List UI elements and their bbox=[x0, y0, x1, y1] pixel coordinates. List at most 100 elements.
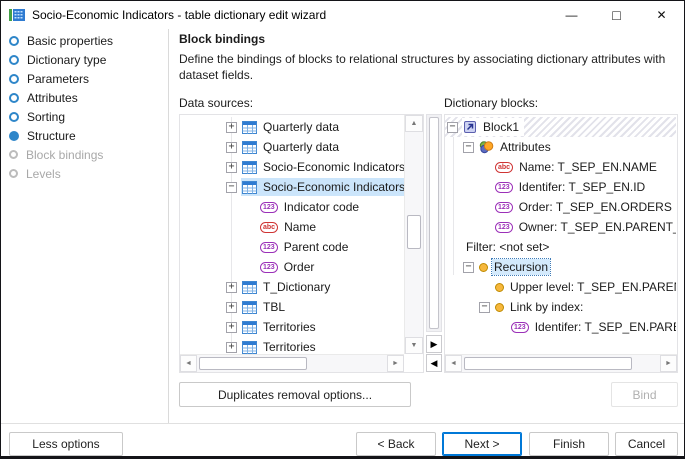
scroll-left-button[interactable]: ◄ bbox=[180, 355, 197, 372]
tree-item[interactable]: −Link by index: bbox=[445, 297, 676, 317]
scroll-left-button[interactable]: ◄ bbox=[445, 355, 462, 372]
scrollbar-thumb[interactable] bbox=[199, 357, 307, 370]
step-label: Block bindings bbox=[26, 147, 104, 162]
expand-icon[interactable]: + bbox=[226, 321, 237, 333]
back-button[interactable]: < Back bbox=[356, 432, 436, 456]
collapse-icon[interactable]: − bbox=[463, 141, 474, 153]
expand-icon[interactable]: + bbox=[226, 141, 237, 153]
expand-icon[interactable]: + bbox=[226, 301, 237, 313]
scroll-right-button[interactable]: ► bbox=[660, 355, 677, 372]
step-label: Levels bbox=[26, 166, 61, 181]
tree-item-content: TBL bbox=[241, 298, 290, 316]
tree-item[interactable]: +Quarterly data bbox=[180, 117, 404, 137]
tree-item-label: Name bbox=[284, 220, 317, 234]
tree-item-content: Filter: <not set> bbox=[463, 238, 554, 256]
collapse-icon[interactable]: − bbox=[447, 121, 458, 133]
step-label: Basic properties bbox=[27, 33, 114, 48]
expand-icon[interactable]: + bbox=[226, 161, 237, 173]
duplicates-removal-options-button[interactable]: Duplicates removal options... bbox=[179, 382, 411, 407]
tree-item[interactable]: +Territories bbox=[180, 317, 404, 337]
tree-item[interactable]: −Attributes bbox=[445, 137, 676, 157]
scrollbar-thumb[interactable] bbox=[464, 357, 632, 370]
next-button[interactable]: Next > bbox=[442, 432, 522, 456]
wizard-step-attributes[interactable]: Attributes bbox=[1, 88, 168, 107]
close-button[interactable]: ✕ bbox=[639, 1, 684, 29]
horizontal-scrollbar[interactable]: ◄ ► bbox=[445, 354, 677, 372]
wizard-step-parameters[interactable]: Parameters bbox=[1, 69, 168, 88]
scroll-left-icon: ◄ bbox=[450, 360, 457, 367]
sidebar-divider bbox=[168, 29, 169, 423]
tree-item-label: Upper level: T_SEP_EN.PARENT_ID bbox=[510, 280, 676, 294]
cancel-button[interactable]: Cancel bbox=[615, 432, 678, 456]
transfer-left-button[interactable]: ◀ bbox=[426, 354, 442, 372]
vertical-scrollbar[interactable] bbox=[426, 114, 442, 332]
wizard-step-sorting[interactable]: Sorting bbox=[1, 107, 168, 126]
expand-icon[interactable]: + bbox=[226, 121, 237, 133]
attributes-icon bbox=[479, 140, 494, 154]
minimize-button[interactable]: — bbox=[549, 1, 594, 29]
tree-item[interactable]: +Socio-Economic Indicators bbox=[180, 157, 404, 177]
horizontal-scrollbar[interactable]: ◄ ► bbox=[180, 354, 404, 372]
wizard-step-block-bindings: Block bindings bbox=[1, 145, 168, 164]
wizard-step-structure[interactable]: Structure bbox=[1, 126, 168, 145]
bind-button[interactable]: Bind bbox=[611, 382, 678, 407]
collapse-icon[interactable]: − bbox=[463, 261, 474, 273]
tree-item-label: Recursion bbox=[490, 258, 552, 276]
expand-icon[interactable]: + bbox=[226, 281, 237, 293]
tree-item[interactable]: − Socio-Economic Indicators bbox=[180, 177, 404, 197]
step-label: Structure bbox=[27, 128, 76, 143]
less-options-button[interactable]: Less options bbox=[9, 432, 123, 456]
tree-item[interactable]: + T_Dictionary bbox=[180, 277, 404, 297]
title-bar[interactable]: Socio-Economic Indicators - table dictio… bbox=[1, 1, 684, 29]
scroll-down-icon: ▼ bbox=[410, 342, 418, 349]
tree-item[interactable]: Filter: <not set> bbox=[445, 237, 676, 257]
tree-item-label: TBL bbox=[263, 300, 286, 314]
collapse-icon[interactable]: − bbox=[226, 181, 237, 193]
step-state-icon bbox=[9, 35, 19, 46]
scroll-up-button[interactable]: ▲ bbox=[405, 115, 423, 132]
scrollbar-thumb[interactable] bbox=[407, 215, 421, 249]
tree-item-content: Block1 bbox=[462, 118, 525, 136]
tree-item-label: Parent code bbox=[283, 240, 349, 254]
data-sources-label: Data sources: bbox=[179, 96, 254, 110]
wizard-step-dictionary-type[interactable]: Dictionary type bbox=[1, 50, 168, 69]
collapse-icon[interactable]: − bbox=[479, 301, 490, 313]
vertical-scrollbar[interactable]: ▲ ▼ bbox=[404, 115, 423, 354]
table-icon bbox=[242, 320, 257, 334]
maximize-button[interactable]: □ bbox=[594, 1, 639, 29]
finish-button[interactable]: Finish bbox=[529, 432, 609, 456]
tree-item-content: T_Dictionary bbox=[241, 278, 335, 296]
tree-item-label: Block1 bbox=[483, 120, 520, 134]
scroll-right-button[interactable]: ► bbox=[387, 355, 404, 372]
tree-item[interactable]: − Block1 bbox=[445, 117, 676, 137]
numeric-field-icon: 123 bbox=[260, 201, 278, 213]
scroll-down-button[interactable]: ▼ bbox=[405, 337, 423, 354]
tree-item[interactable]: Upper level: T_SEP_EN.PARENT_ID bbox=[445, 277, 676, 297]
tree-item[interactable]: +Quarterly data bbox=[180, 137, 404, 157]
transfer-right-button[interactable]: ▶ bbox=[426, 335, 442, 353]
scrollbar-thumb[interactable] bbox=[429, 117, 439, 329]
expand-icon[interactable]: + bbox=[226, 341, 237, 353]
step-label: Sorting bbox=[27, 109, 66, 124]
tree-item-label: Socio-Economic Indicators bbox=[263, 180, 404, 194]
tree-item[interactable]: − Recursion bbox=[445, 257, 676, 277]
tree-item[interactable]: + TBL bbox=[180, 297, 404, 317]
wizard-step-basic-properties[interactable]: Basic properties bbox=[1, 31, 168, 50]
tree-item[interactable]: +Territories bbox=[180, 337, 404, 354]
scroll-up-icon: ▲ bbox=[410, 120, 418, 127]
